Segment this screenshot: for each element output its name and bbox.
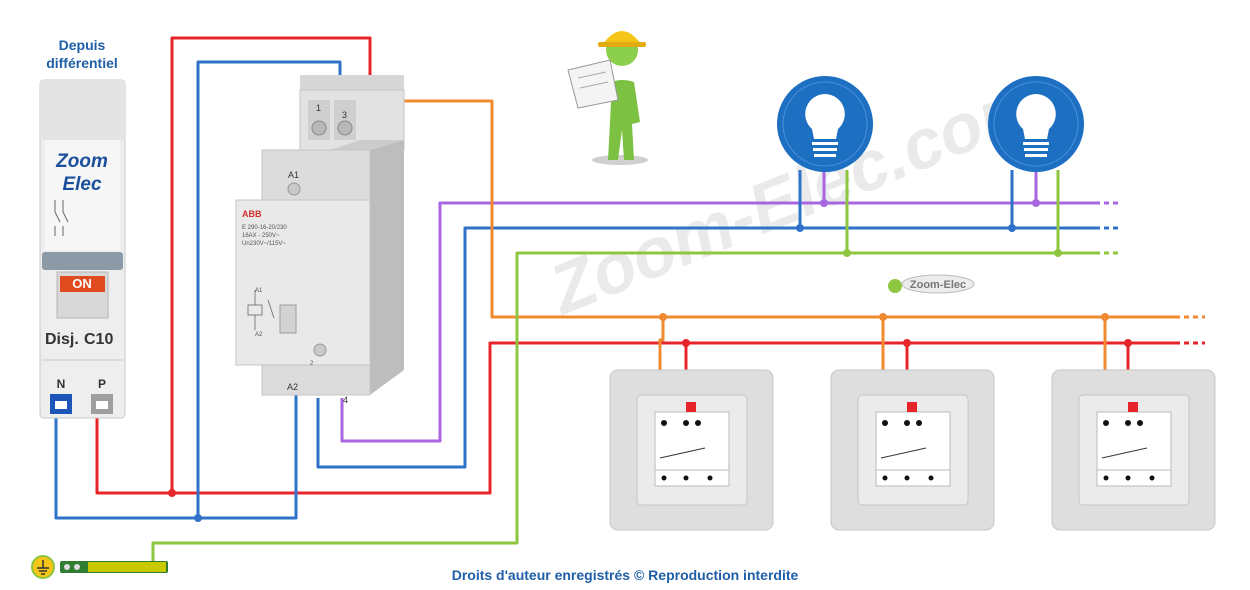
wires	[54, 36, 1205, 565]
small-logo: Zoom-Elec	[888, 274, 975, 294]
relay-rating: 16AX - 250V~	[242, 233, 280, 239]
bulb-icon	[805, 94, 845, 139]
relay-coil: Un230V~/115V~	[242, 241, 286, 247]
relay-brand: ABB	[242, 209, 262, 219]
copyright-text: Droits d'auteur enregistrés © Reproducti…	[452, 567, 799, 583]
breaker-on-indicator	[60, 276, 105, 292]
relay-a1-top: A1	[288, 170, 299, 180]
breaker-brand-line2: Elec	[62, 174, 102, 195]
relay-a2-bottom: A2	[287, 382, 298, 392]
pushbutton-3	[1051, 369, 1216, 531]
relay-term3: 3	[342, 110, 347, 120]
pushbutton-2	[830, 369, 995, 531]
breaker-label-rating: C10	[84, 331, 113, 348]
breaker-brand-line1: Zoom	[55, 151, 108, 172]
relay-a1-schema: A1	[255, 288, 263, 294]
lamp-2	[988, 76, 1084, 172]
impulse-relay: 1 3 A1 ABB E 290-16-20/230 16AX - 250V~ …	[235, 75, 405, 405]
wire-earth	[151, 251, 1095, 565]
bulb-icon	[1016, 94, 1056, 139]
wire-lamp-return	[340, 201, 1095, 443]
earth-bar	[31, 555, 168, 579]
terminal-p-label: P	[98, 377, 106, 391]
relay-schema-icon	[247, 290, 275, 330]
relay-a2-schema: A2	[255, 332, 263, 338]
relay-term2: 2	[310, 361, 314, 367]
relay-term4: 4	[343, 395, 348, 405]
lamp-1	[777, 76, 873, 172]
worker-figure-icon	[567, 31, 648, 165]
title-line2: différentiel	[46, 55, 118, 71]
small-logo-text: Zoom-Elec	[910, 279, 966, 291]
wire-neutral-lamps	[316, 226, 1095, 469]
terminal-n-label: N	[57, 377, 66, 391]
pushbutton-1	[609, 369, 774, 531]
junction-dots	[168, 199, 1132, 522]
relay-term1: 1	[316, 103, 321, 113]
circuit-breaker: Zoom Elec ON Disj. C10 N P	[39, 79, 126, 419]
wire-phase-main	[95, 341, 1175, 495]
relay-model: E 290-16-20/230	[242, 225, 287, 231]
relay-toggle	[279, 304, 297, 334]
wire-neutral-main	[54, 390, 298, 520]
breaker-symbol-icon	[54, 200, 69, 236]
wire-phase-relay	[170, 36, 372, 493]
title-line1: Depuis	[59, 37, 106, 53]
breaker-state: ON	[72, 276, 92, 291]
breaker-label-prefix: Disj.	[45, 331, 79, 348]
